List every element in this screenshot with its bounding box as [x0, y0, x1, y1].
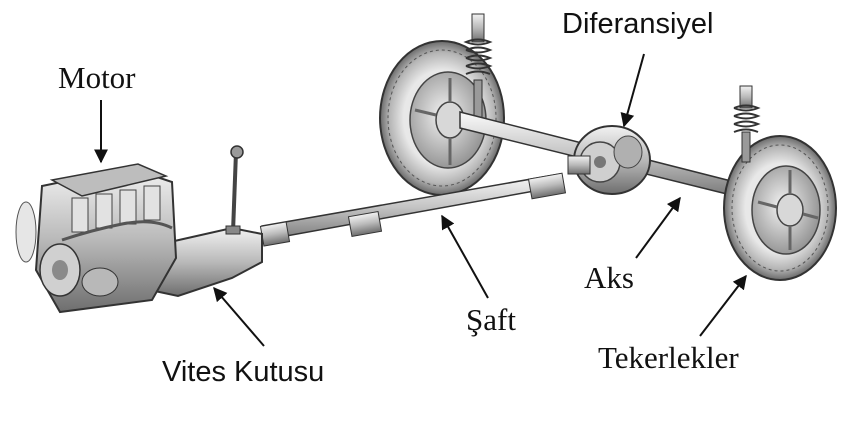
- aks-arrow: [635, 196, 681, 259]
- differential-icon: [567, 125, 651, 195]
- motor-label: Motor: [58, 60, 136, 95]
- vites-kutusu-label: Vites Kutusu: [162, 356, 325, 388]
- aks-label: Aks: [584, 260, 634, 295]
- vites-kutusu-arrow: [213, 286, 265, 347]
- leader-arrows: [94, 53, 747, 347]
- shock-absorber-icon: [733, 85, 761, 163]
- shock-absorber-icon: [463, 13, 493, 121]
- driveshaft-icon: [259, 172, 567, 247]
- wheel-icon: [723, 135, 837, 281]
- diferansiyel-arrow: [620, 53, 645, 128]
- tekerlekler-arrow: [699, 274, 747, 337]
- saft-arrow: [441, 214, 489, 299]
- tekerlekler-label: Tekerlekler: [598, 340, 739, 375]
- engine-icon: [15, 163, 178, 314]
- diferansiyel-label: Diferansiyel: [562, 8, 714, 40]
- saft-label: Şaft: [466, 302, 516, 337]
